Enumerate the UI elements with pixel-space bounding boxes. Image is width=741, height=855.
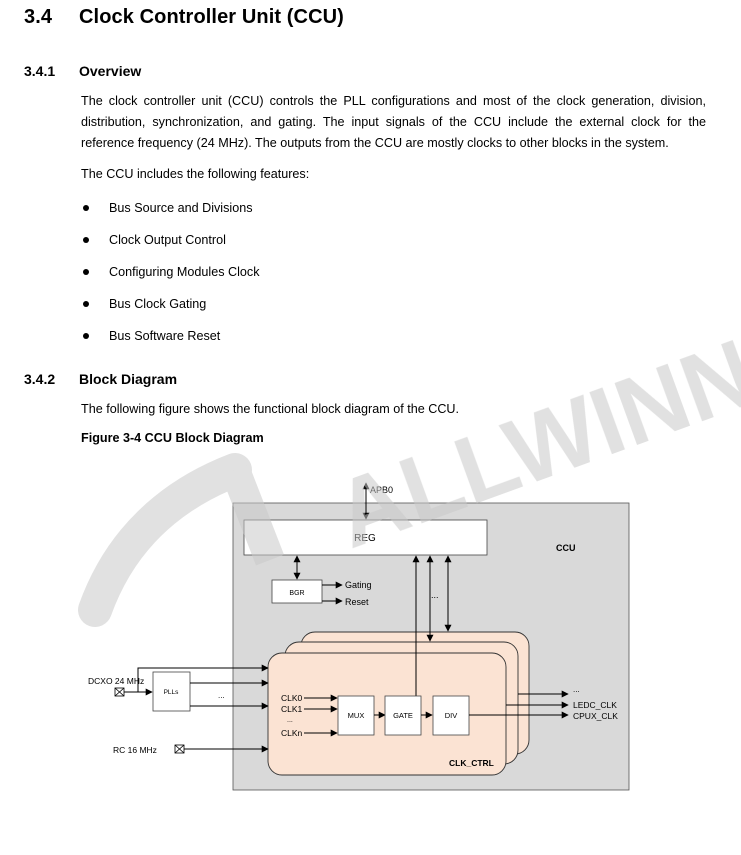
- mux-box: [337, 695, 375, 736]
- reg-label: REG: [354, 533, 376, 544]
- div-label: DIV: [445, 711, 458, 720]
- list-item: Bus Clock Gating: [81, 294, 260, 326]
- ledc-clk-label: LEDC_CLK: [573, 700, 617, 710]
- section-heading: 3.4 Clock Controller Unit (CCU): [24, 6, 344, 29]
- list-item: Configuring Modules Clock: [81, 262, 260, 294]
- plls-label: PLLs: [164, 689, 180, 696]
- list-item: Bus Software Reset: [81, 326, 260, 358]
- clk1-label: CLK1: [281, 704, 303, 714]
- list-item: Clock Output Control: [81, 230, 260, 262]
- output-ellipsis: ...: [573, 685, 580, 694]
- bullet-icon: [83, 301, 89, 307]
- bullet-icon: [83, 333, 89, 339]
- overview-heading: 3.4.1 Overview: [24, 63, 141, 79]
- bullet-icon: [83, 269, 89, 275]
- list-item: Bus Source and Divisions: [81, 198, 260, 230]
- rc-label: RC 16 MHz: [113, 745, 157, 755]
- rc-pin-icon: [174, 744, 185, 754]
- gate-label: GATE: [393, 711, 413, 720]
- features-intro: The CCU includes the following features:: [81, 167, 310, 181]
- dcxo-label: DCXO 24 MHz: [88, 676, 144, 686]
- reg-box: [243, 519, 488, 556]
- cpux-clk-label: CPUX_CLK: [573, 711, 618, 721]
- dcxo-pin-icon: [114, 687, 125, 697]
- apb-label: APB0: [370, 485, 393, 495]
- bullet-icon: [83, 205, 89, 211]
- dcxo-bypass-line: [137, 667, 268, 692]
- pll-ellipsis: ...: [218, 691, 225, 700]
- block-diagram-heading: 3.4.2 Block Diagram: [24, 371, 177, 387]
- mux-label: MUX: [348, 711, 365, 720]
- block-diagram-number: 3.4.2: [24, 371, 56, 387]
- overview-title: Overview: [79, 63, 142, 79]
- block-diagram-title: Block Diagram: [79, 371, 178, 387]
- overview-paragraph: The clock controller unit (CCU) controls…: [81, 94, 706, 150]
- bgr-label: BGR: [289, 590, 304, 597]
- gate-box: [384, 695, 422, 736]
- reg-ctrl-ellipsis: ...: [431, 590, 439, 600]
- bullet-icon: [83, 237, 89, 243]
- clkn-label: CLKn: [281, 728, 303, 738]
- clk-ctrl-label: CLK_CTRL: [449, 758, 494, 768]
- clk0-label: CLK0: [281, 693, 303, 703]
- figure-caption: Figure 3-4 CCU Block Diagram: [81, 431, 264, 445]
- overview-number: 3.4.1: [24, 63, 56, 79]
- reset-label: Reset: [345, 597, 369, 607]
- feature-list: Bus Source and Divisions Clock Output Co…: [81, 198, 260, 358]
- block-diagram-intro: The following figure shows the functiona…: [81, 402, 460, 416]
- section-title: Clock Controller Unit (CCU): [79, 6, 344, 28]
- ccu-label: CCU: [556, 543, 576, 553]
- bgr-box: [271, 579, 323, 604]
- clk-ellipsis: ...: [287, 717, 293, 724]
- div-box: [432, 695, 470, 736]
- section-number: 3.4: [24, 6, 53, 28]
- gating-label: Gating: [345, 580, 372, 590]
- plls-box: [152, 671, 191, 712]
